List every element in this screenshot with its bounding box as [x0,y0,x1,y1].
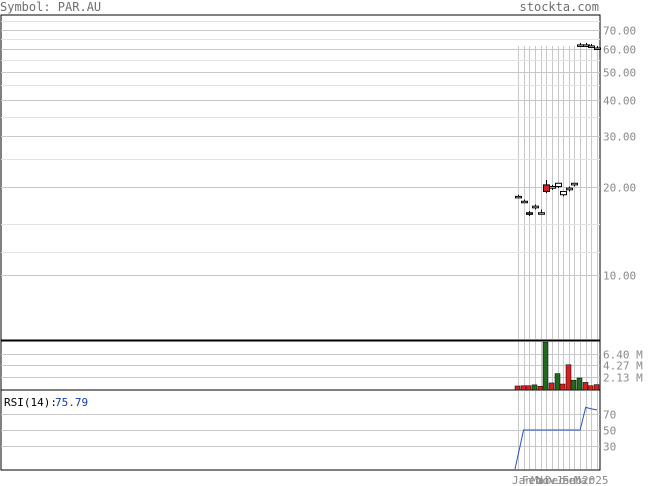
rsi-tick-label: 70 [603,409,616,422]
volume-bar [570,379,577,391]
candle-body [594,47,601,50]
price-tick-label: 40.00 [603,95,636,108]
rsi-line [514,406,598,470]
x-axis-label: Mar [531,474,551,486]
volume-bar [576,377,583,391]
x-axis-label: Feb [522,474,542,486]
symbol-label: Symbol: PAR.AU [0,0,101,14]
site-name: stockta.com [520,0,599,14]
price-tick-label: 60.00 [603,44,636,57]
candle-body [566,187,573,191]
grid-lines [1,21,600,469]
volume-bar [548,382,555,391]
candle-body [571,182,578,186]
candle-body [560,190,567,196]
price-tick-label: 30.00 [603,131,636,144]
price-tick-label: 20.00 [603,182,636,195]
price-panel [0,14,601,341]
axis-labels: 70.00 60.00 50.00 40.00 30.00 20.00 10.00 6.40 … [512,25,643,486]
volume-bar [565,364,572,391]
volume-bar [587,385,594,391]
volume-bar [525,385,532,391]
volume-bars [514,341,600,391]
candle-body [543,184,550,192]
rsi-tick-label: 30 [603,441,616,454]
candlestick-series [515,42,601,216]
x-axis-label: Mar [574,474,594,486]
volume-bar [582,382,589,391]
candle-body [526,212,533,215]
x-axis-label: Jan [512,474,532,486]
x-axis-label: Jan [556,474,576,486]
volume-tick-label: 4.27 M [603,360,643,373]
candle-body [577,44,584,47]
candle-body [538,212,545,215]
volume-bar [537,385,544,391]
price-tick-label: 10.00 [603,270,636,283]
price-tick-label: 50.00 [603,67,636,80]
volume-bar [554,373,561,391]
volume-bar [542,341,549,391]
price-tick-label: 70.00 [603,25,636,38]
x-axis-label: Feb [562,474,582,486]
volume-bar [559,383,566,391]
volume-bar [593,384,600,391]
x-axis-label: 2025 [582,474,609,486]
rsi-value: 75.79 [55,396,88,409]
candle-body [521,200,528,204]
candle-body [532,205,539,209]
x-axis-label: Nov [536,474,556,486]
x-axis-label: Dec [545,474,565,486]
rsi-tick-label: 50 [603,425,616,438]
candle-body [549,186,556,189]
volume-bar [520,385,527,391]
candle-body [555,182,562,188]
rsi-series [514,406,598,470]
candle-body [588,45,595,48]
volume-tick-label: 2.13 M [603,372,643,385]
volume-bar [514,385,521,391]
volume-tick-label: 6.40 M [603,349,643,362]
volume-bar [531,384,538,391]
candle-body [515,195,522,199]
rsi-label: RSI(14): [4,396,57,409]
